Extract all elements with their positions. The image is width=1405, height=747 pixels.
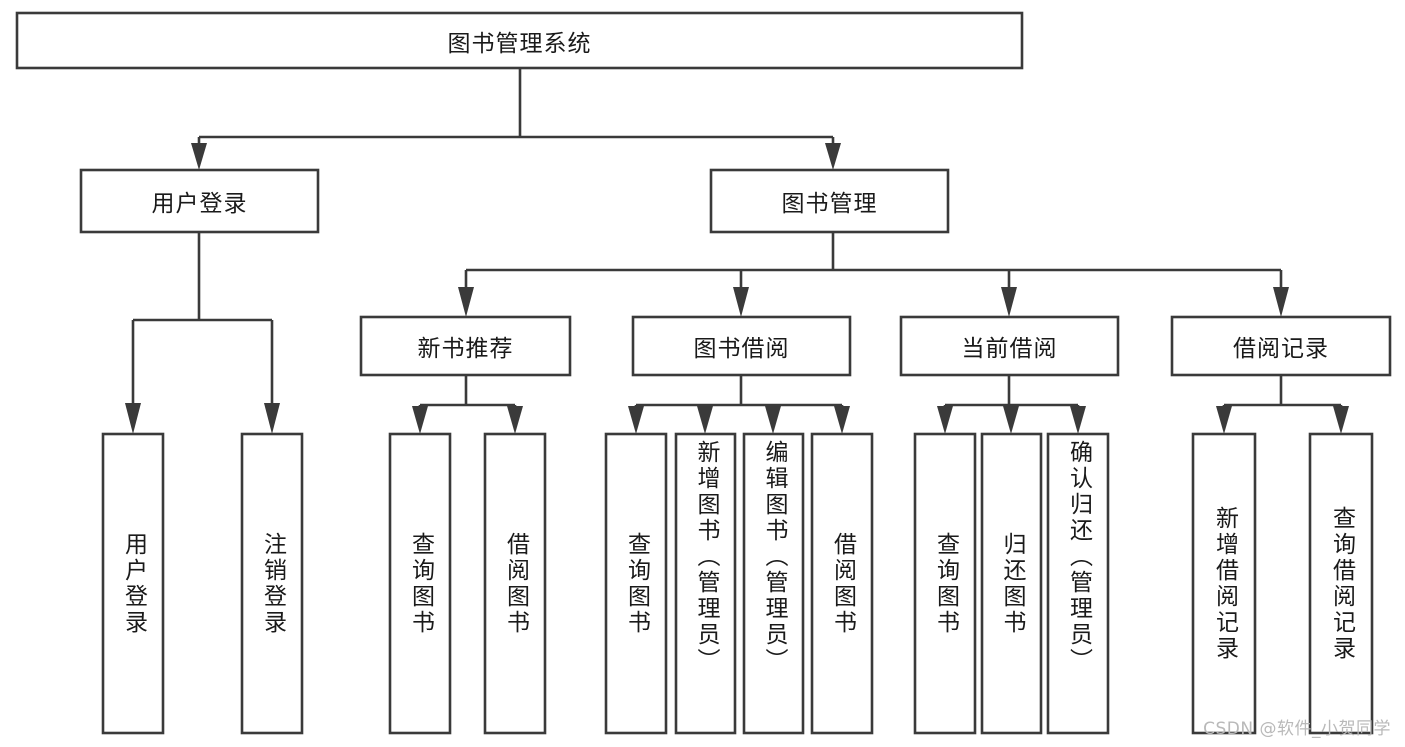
node-leaf-nb-query-book[interactable] bbox=[388, 432, 452, 735]
arrow-head-bb-add-book bbox=[697, 406, 713, 434]
node-leaf-nb-borrow-book[interactable] bbox=[483, 432, 547, 735]
connector-group-book-borrow bbox=[628, 375, 850, 434]
node-leaf-cb-query-book[interactable] bbox=[913, 432, 977, 735]
connector-group-root bbox=[191, 68, 841, 170]
arrow-head-user-login bbox=[191, 143, 207, 170]
arrow-head-borrow-record bbox=[1273, 287, 1289, 317]
node-new-book-recommend[interactable] bbox=[359, 315, 572, 377]
arrow-head-cb-confirm-return bbox=[1070, 406, 1086, 434]
arrow-head-current-borrow bbox=[1001, 287, 1017, 317]
arrow-head-book-manage bbox=[825, 143, 841, 170]
node-leaf-logout[interactable] bbox=[240, 432, 304, 735]
node-leaf-br-query-record[interactable] bbox=[1308, 432, 1374, 735]
node-leaf-cb-return-book[interactable] bbox=[980, 432, 1043, 735]
node-leaf-user-login[interactable] bbox=[101, 432, 165, 735]
node-leaf-bb-edit-book[interactable] bbox=[742, 432, 805, 735]
node-user-login[interactable] bbox=[79, 168, 320, 234]
arrow-head-cb-query-book bbox=[937, 406, 953, 434]
arrow-head-cb-return-book bbox=[1003, 406, 1019, 434]
arrow-head-leaf-logout bbox=[264, 403, 280, 434]
connector-group-current-borrow bbox=[937, 375, 1086, 434]
arrow-head-bb-borrow-book bbox=[834, 406, 850, 434]
node-leaf-br-add-record[interactable] bbox=[1191, 432, 1257, 735]
arrow-head-leaf-user-login bbox=[125, 403, 141, 434]
connector-group-user-login bbox=[125, 232, 280, 434]
arrow-head-nb-query-book bbox=[412, 406, 428, 434]
node-leaf-bb-borrow-book[interactable] bbox=[810, 432, 874, 735]
arrow-head-nb-borrow-book bbox=[507, 406, 523, 434]
node-leaf-bb-add-book[interactable] bbox=[674, 432, 737, 735]
arrow-head-br-add-record bbox=[1216, 406, 1232, 434]
node-current-borrow[interactable] bbox=[899, 315, 1120, 377]
connector-group-book-manage bbox=[458, 232, 1289, 317]
arrow-head-book-borrow bbox=[733, 287, 749, 317]
node-book-manage[interactable] bbox=[709, 168, 950, 234]
arrow-head-bb-edit-book bbox=[765, 406, 781, 434]
node-book-borrow[interactable] bbox=[631, 315, 852, 377]
node-leaf-bb-query-book[interactable] bbox=[604, 432, 668, 735]
arrow-head-new-book bbox=[458, 287, 474, 317]
arrow-head-br-query-record bbox=[1333, 406, 1349, 434]
node-leaf-cb-confirm-return[interactable] bbox=[1046, 432, 1110, 735]
connector-group-borrow-record bbox=[1216, 375, 1349, 434]
connector-group-new-book bbox=[412, 375, 523, 434]
node-borrow-record[interactable] bbox=[1170, 315, 1392, 377]
node-root-system[interactable] bbox=[15, 11, 1024, 70]
arrow-head-bb-query-book bbox=[628, 406, 644, 434]
